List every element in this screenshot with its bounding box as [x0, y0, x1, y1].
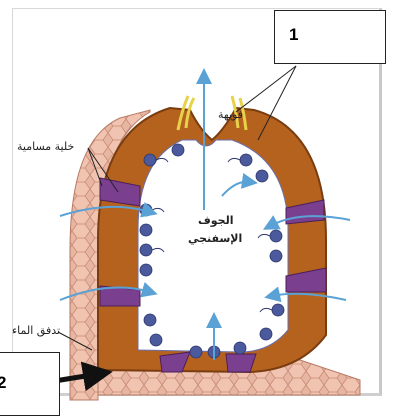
spongocoel-label-line2: الإسفنجي — [188, 232, 242, 245]
callout-1-leader-a — [236, 66, 296, 112]
callout-1-number: 1 — [289, 25, 298, 45]
water-flow-label: تدفق الماء — [12, 324, 60, 337]
callout-1-box: 1 — [274, 10, 386, 64]
porocyte-label: خلية مسامية — [17, 140, 74, 153]
spongocoel-label-line1: الجوف — [198, 214, 234, 227]
callout-2-box: 2 — [0, 352, 60, 416]
callout-2-number: 2 — [0, 373, 6, 393]
osculum-label: فويهة — [218, 108, 243, 121]
